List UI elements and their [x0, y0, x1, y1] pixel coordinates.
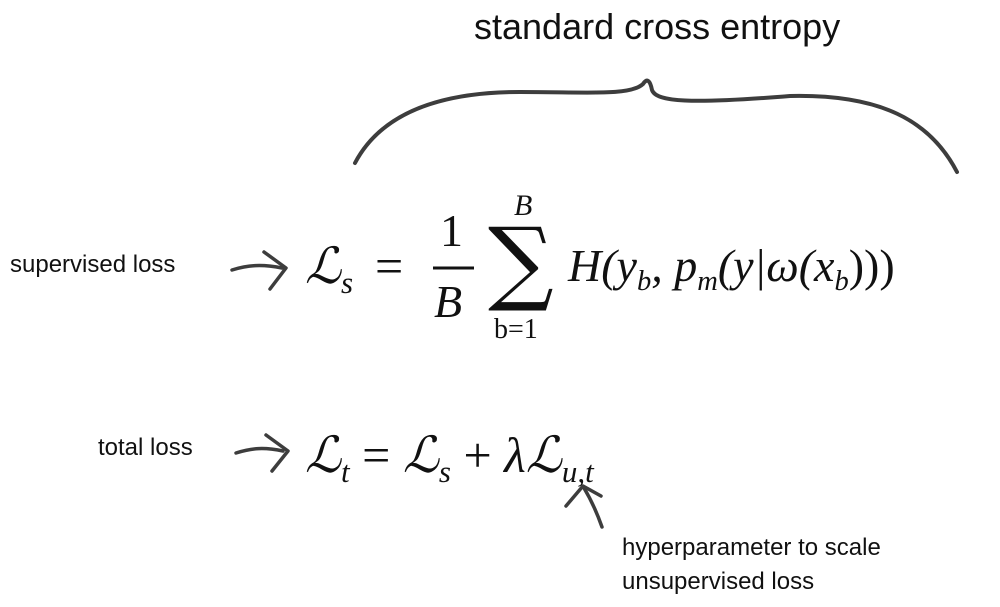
calligraphic-L-u: ℒ	[525, 426, 562, 484]
cross-entropy-term: H(yb, pm(y|ω(xb)))	[568, 236, 895, 312]
calligraphic-L-s: ℒ	[402, 426, 439, 484]
supervised-loss-label: supervised loss	[10, 251, 176, 278]
rhs-sub-b1: b	[636, 266, 652, 298]
arrow-right-icon	[234, 433, 290, 473]
brace-title: standard cross entropy	[474, 6, 841, 47]
rhs-close: )))	[848, 240, 895, 291]
hyperparameter-note: hyperparameter to scale unsupervised los…	[622, 531, 881, 599]
rhs-mid: , p	[651, 240, 698, 291]
rhs-sub-m: m	[697, 266, 718, 298]
rhs-tail: (y|ω(x	[717, 240, 835, 291]
arrow-up-icon	[564, 484, 604, 529]
arrow-right-icon	[230, 250, 288, 291]
fraction-numerator: 1	[440, 205, 463, 256]
brace-icon	[353, 78, 959, 174]
rhs-open: H(y	[568, 240, 637, 291]
term2-sub-ut: u,t	[561, 453, 594, 489]
calligraphic-L: ℒ	[305, 237, 342, 295]
term1-sub-s: s	[438, 453, 451, 489]
equals-sign: =	[375, 238, 404, 294]
rhs-sub-b2: b	[834, 266, 849, 298]
hyperparameter-note-line1: hyperparameter to scale	[622, 534, 881, 561]
hyperparameter-note-line2: unsupervised loss	[622, 568, 815, 595]
equals-sign-2: =	[362, 427, 391, 483]
calligraphic-L-t: ℒ	[305, 426, 342, 484]
sum-symbol: ∑	[488, 208, 554, 315]
total-loss-label: total loss	[98, 434, 193, 461]
total-loss-equation: ℒt = ℒs + λℒu,t	[305, 425, 594, 502]
lhs-subscript: s	[341, 264, 354, 300]
lambda-symbol: λ	[504, 427, 526, 483]
plus-sign: +	[463, 427, 492, 483]
fraction-denominator: B	[434, 276, 463, 327]
lhs-sub-t: t	[341, 453, 350, 489]
sum-upper-limit: B	[514, 189, 533, 222]
supervised-loss-lhs: ℒs	[305, 236, 353, 313]
sum-lower-limit: b=1	[494, 314, 538, 345]
